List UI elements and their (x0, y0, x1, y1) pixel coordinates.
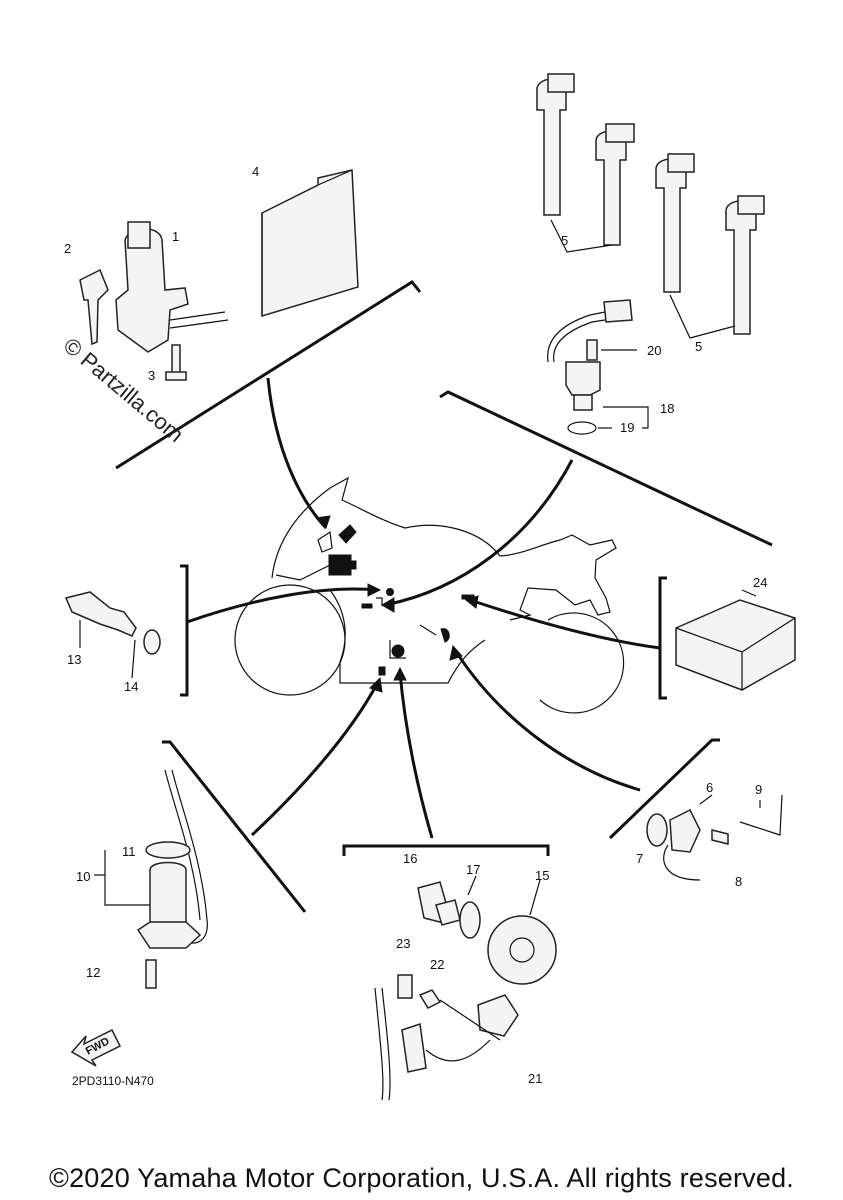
watermark: © Partzilla.com (59, 333, 189, 447)
callout-label: 23 (396, 936, 410, 951)
callout-label: 21 (528, 1071, 542, 1086)
motorcycle-outline (234, 476, 625, 714)
callout-label: 15 (535, 868, 549, 883)
callout-label: 4 (252, 164, 259, 179)
callout-label: 20 (647, 343, 661, 358)
callout-label: 22 (430, 957, 444, 972)
callout-label: 5 (695, 339, 702, 354)
callout-label: 11 (122, 844, 136, 859)
key-part[interactable] (79, 268, 109, 346)
callout-label: 13 (67, 652, 81, 667)
callout-label: 2 (64, 241, 71, 256)
callout-label: 14 (124, 679, 138, 694)
ignition-coil[interactable] (725, 195, 765, 335)
main-switch-part[interactable] (115, 221, 229, 381)
location-markers (317, 524, 475, 676)
callout-label: 8 (735, 874, 742, 889)
diagram-code: 2PD3110-N470 (72, 1074, 154, 1088)
group-frames (115, 280, 773, 913)
sensor-part[interactable] (547, 299, 649, 435)
speed-sensor-part[interactable] (646, 794, 783, 881)
callout-label: 1 (172, 229, 179, 244)
ignition-coil[interactable] (655, 153, 695, 293)
callout-label: 19 (620, 420, 634, 435)
ignition-coils[interactable] (536, 73, 765, 339)
callout-labels: 1 2 3 4 5 5 6 7 8 9 10 11 12 13 14 15 16… (64, 164, 767, 1086)
ignition-coil[interactable] (536, 73, 575, 216)
callout-label: 5 (561, 233, 568, 248)
callout-label: 18 (660, 401, 674, 416)
fwd-arrow: FWD (70, 1028, 122, 1067)
temp-sensor-part[interactable] (64, 591, 161, 679)
ecu-part[interactable] (261, 169, 359, 318)
solenoid-part[interactable] (94, 769, 208, 989)
leader-arrows (186, 377, 661, 839)
callout-label: 6 (706, 780, 713, 795)
callout-label: 10 (76, 869, 90, 884)
callout-label: 17 (466, 862, 480, 877)
callout-label: 24 (753, 575, 767, 590)
sprocket-group-part[interactable] (374, 875, 557, 1101)
copyright-notice: ©2020 Yamaha Motor Corporation, U.S.A. A… (48, 1163, 795, 1193)
callout-label: 9 (755, 782, 762, 797)
ignition-coil[interactable] (595, 123, 635, 246)
callout-label: 12 (86, 965, 100, 980)
module-24-part[interactable] (675, 589, 796, 691)
callout-label: 7 (636, 851, 643, 866)
callout-label: 16 (403, 851, 417, 866)
callout-label: 3 (148, 368, 155, 383)
